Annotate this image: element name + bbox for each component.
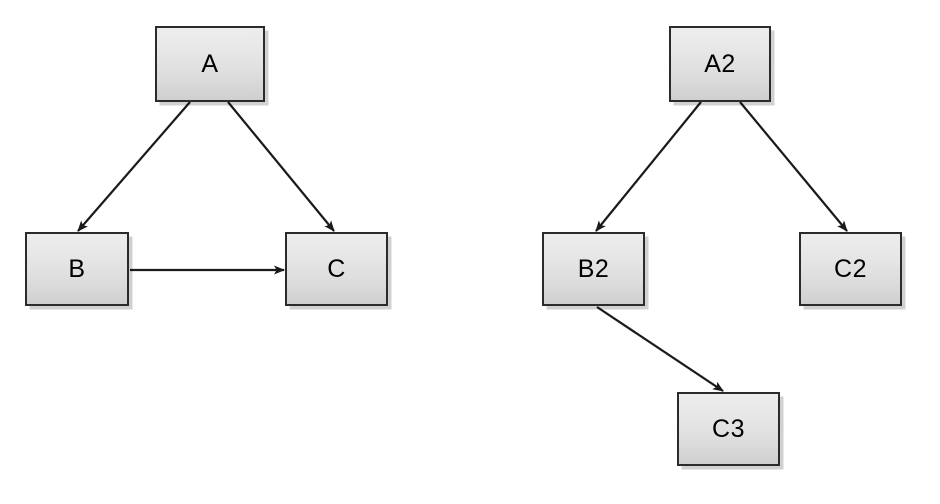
node-label: B — [68, 254, 86, 283]
node-label: C3 — [712, 414, 745, 443]
node-label: B2 — [577, 254, 610, 283]
edges-group — [77, 101, 848, 392]
node-label: C — [327, 254, 346, 283]
node-b2[interactable]: B2 — [542, 232, 645, 306]
edge-a2-to-b2 — [595, 101, 702, 232]
node-label: A — [201, 49, 219, 78]
edge-a2-to-c2 — [739, 101, 848, 232]
node-c3[interactable]: C3 — [677, 392, 780, 466]
node-label: A2 — [704, 49, 736, 78]
node-a[interactable]: A — [155, 26, 265, 102]
node-c[interactable]: C — [285, 232, 388, 306]
node-c2[interactable]: C2 — [799, 232, 902, 306]
edge-a-to-b — [77, 101, 191, 232]
edge-b2-to-c3 — [596, 306, 724, 392]
node-b[interactable]: B — [25, 232, 129, 306]
edge-a-to-c — [227, 101, 335, 232]
node-a2[interactable]: A2 — [669, 26, 771, 102]
node-label: C2 — [834, 254, 867, 283]
